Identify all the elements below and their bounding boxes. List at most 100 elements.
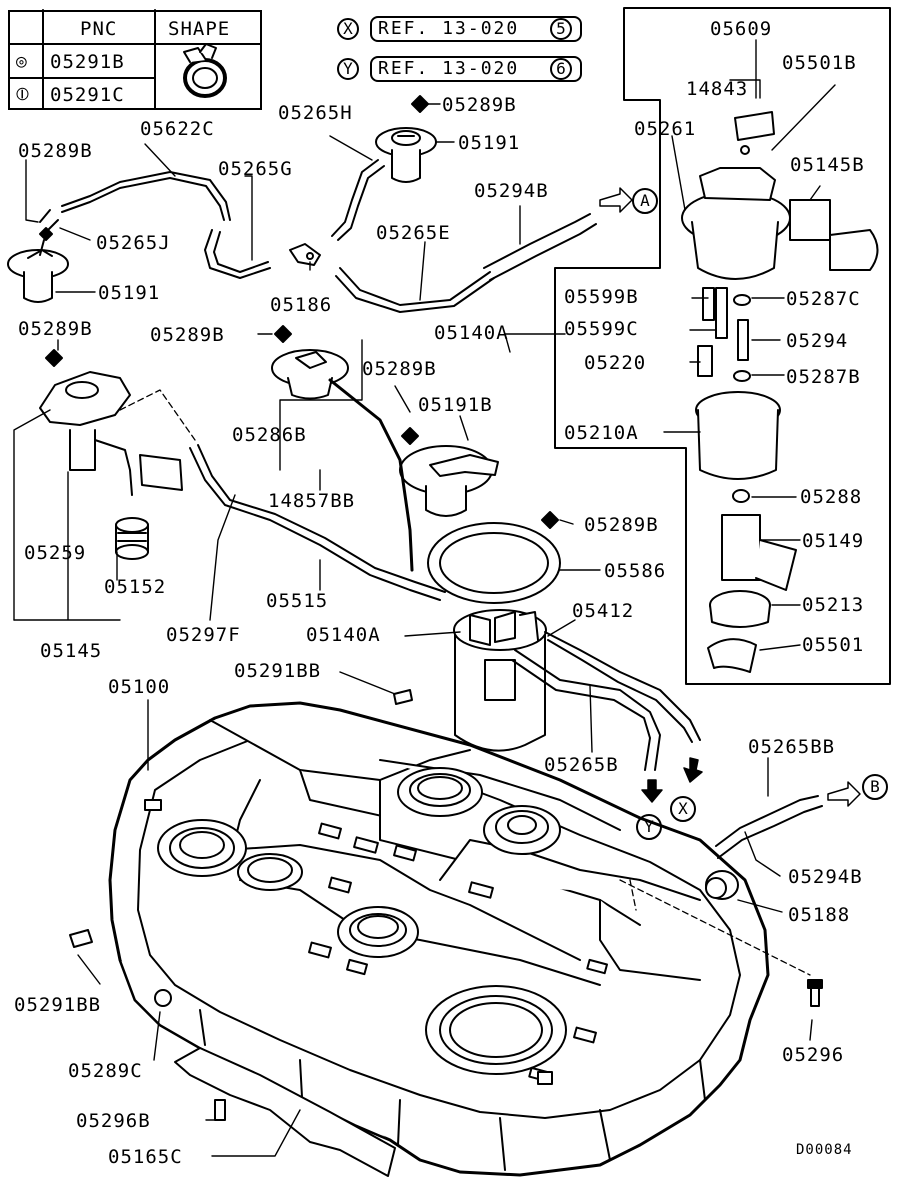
part-label-05140A: 05140A — [306, 624, 381, 646]
part-label-05289B: 05289B — [18, 318, 93, 340]
part-label-05145: 05145 — [40, 640, 103, 662]
part-label-05287B: 05287B — [786, 366, 861, 388]
inset-frame — [554, 7, 891, 685]
part-label-14857BB: 14857BB — [268, 490, 356, 512]
part-label-05291BB: 05291BB — [14, 994, 102, 1016]
part-label-05140A: 05140A — [434, 322, 509, 344]
diagram-code: D00084 — [796, 1142, 853, 1158]
connector-y: Y — [636, 814, 662, 840]
part-label-05265BB: 05265BB — [748, 736, 836, 758]
part-label-05297F: 05297F — [166, 624, 241, 646]
part-label-05294B: 05294B — [788, 866, 863, 888]
part-label-05501B: 05501B — [782, 52, 857, 74]
part-label-05296: 05296 — [782, 1044, 845, 1066]
connector-a: A — [632, 188, 658, 214]
fuel-tank — [108, 701, 770, 1177]
table-lines — [9, 9, 261, 109]
part-label-05296B: 05296B — [76, 1110, 151, 1132]
ref-x-text: REF. 13-020 — [378, 18, 520, 39]
part-label-05294B: 05294B — [474, 180, 549, 202]
part-label-05294: 05294 — [786, 330, 849, 352]
part-label-05149: 05149 — [802, 530, 865, 552]
hose-05265G — [204, 229, 271, 279]
connector-b: B — [862, 774, 888, 800]
part-label-05599C: 05599C — [564, 318, 639, 340]
part-label-05210A: 05210A — [564, 422, 639, 444]
ref-x-circle: X — [337, 18, 359, 40]
part-label-05261: 05261 — [634, 118, 697, 140]
ref-y-number: 6 — [550, 58, 572, 80]
part-label-05100: 05100 — [108, 676, 171, 698]
part-label-05289B: 05289B — [442, 94, 517, 116]
flange-05286B — [271, 325, 349, 400]
line-05515 — [189, 444, 446, 601]
part-label-05265J: 05265J — [96, 232, 171, 254]
part-label-05265E: 05265E — [376, 222, 451, 244]
hose-05622C — [39, 171, 231, 233]
table-row-pnc-1: 05291B — [50, 51, 125, 73]
part-label-05191B: 05191B — [418, 394, 493, 416]
gasket-05586 — [427, 522, 561, 604]
part-label-05165C: 05165C — [108, 1146, 183, 1168]
table-header-pnc: PNC — [80, 18, 118, 40]
part-label-05191: 05191 — [98, 282, 161, 304]
pnc-shape-table: PNC SHAPE ◎ 05291B ⦶ 05291C — [8, 10, 262, 110]
ref-y-circle: Y — [337, 58, 359, 80]
part-label-05289B: 05289B — [584, 514, 659, 536]
hose-05265BB — [715, 795, 823, 859]
wire-14857BB — [328, 378, 414, 572]
joint-05186 — [289, 243, 321, 266]
part-label-05291BB: 05291BB — [234, 660, 322, 682]
part-label-05265H: 05265H — [278, 102, 353, 124]
part-label-05622C: 05622C — [140, 118, 215, 140]
part-label-05289B: 05289B — [362, 358, 437, 380]
flange-05191-center — [375, 95, 437, 183]
hose-05265H — [331, 159, 385, 241]
ref-y-box: REF. 13-020 — [370, 56, 582, 82]
inset-parts — [681, 111, 879, 673]
part-label-05191: 05191 — [458, 132, 521, 154]
part-label-05265G: 05265G — [218, 158, 293, 180]
flange-05191B — [399, 427, 499, 517]
hose-05265E — [335, 267, 495, 313]
fuel-pump-module-center — [453, 609, 547, 752]
part-label-05188: 05188 — [788, 904, 851, 926]
part-label-05287C: 05287C — [786, 288, 861, 310]
part-label-05286B: 05286B — [232, 424, 307, 446]
ref-x-number: 5 — [550, 18, 572, 40]
part-label-05289C: 05289C — [68, 1060, 143, 1082]
part-label-05412: 05412 — [572, 600, 635, 622]
hose-05265B — [511, 649, 661, 771]
flange-05191-left — [7, 227, 69, 303]
part-label-14843: 14843 — [686, 78, 749, 100]
part-label-05220: 05220 — [584, 352, 647, 374]
ref-x-box: REF. 13-020 — [370, 16, 582, 42]
table-header-shape: SHAPE — [168, 18, 231, 40]
part-label-05265B: 05265B — [544, 754, 619, 776]
part-label-05599B: 05599B — [564, 286, 639, 308]
table-row-symbol-1: ◎ — [16, 51, 28, 72]
part-label-05152: 05152 — [104, 576, 167, 598]
part-label-05515: 05515 — [266, 590, 329, 612]
bolts-and-nuts — [45, 349, 823, 1121]
part-label-05213: 05213 — [802, 594, 865, 616]
table-row-pnc-2: 05291C — [50, 84, 125, 106]
pipe-05412 — [544, 631, 701, 743]
sender-unit-left — [39, 371, 183, 560]
part-label-05609: 05609 — [710, 18, 773, 40]
clamp-shape-icon — [183, 43, 227, 98]
part-label-05501: 05501 — [802, 634, 865, 656]
ref-y-text: REF. 13-020 — [378, 58, 520, 79]
part-label-05289B: 05289B — [18, 140, 93, 162]
flow-arrows — [599, 187, 861, 807]
dash-lines — [119, 389, 811, 976]
hose-05294B-top — [483, 213, 597, 281]
part-label-05288: 05288 — [800, 486, 863, 508]
part-label-05289B: 05289B — [150, 324, 225, 346]
part-label-05586: 05586 — [604, 560, 667, 582]
part-label-05186: 05186 — [270, 294, 333, 316]
part-label-05145B: 05145B — [790, 154, 865, 176]
leader-lines — [13, 39, 836, 1157]
